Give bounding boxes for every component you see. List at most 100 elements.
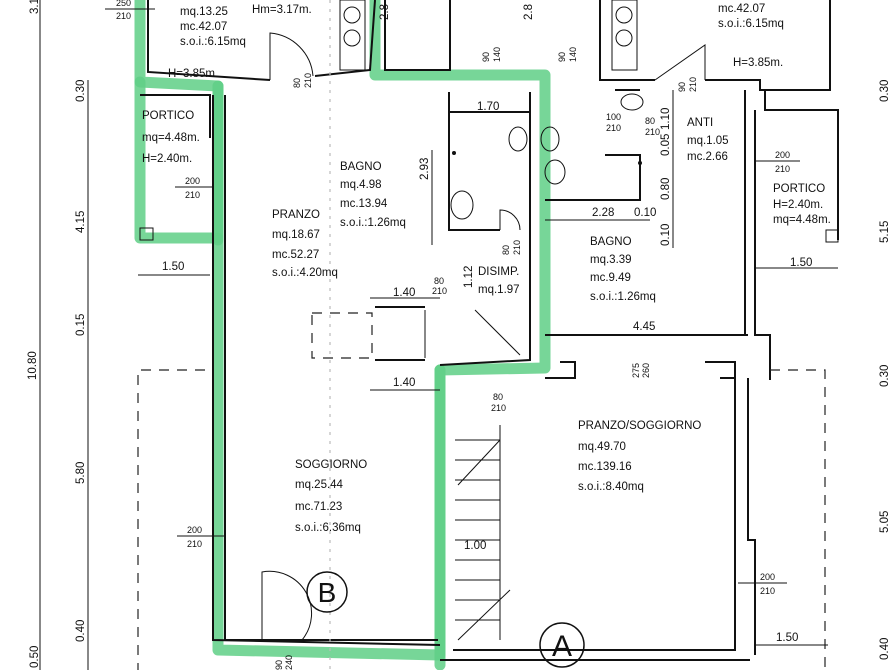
plan-label: 90 — [677, 82, 687, 92]
plan-label: 200 — [760, 572, 775, 582]
plan-label: mq.25.44 — [295, 479, 344, 491]
kitchen-counter-icon — [339, 0, 366, 71]
room-pranzo-soggiorno-a: PRANZO/SOGGIORNO mq.49.70 mc.139.16 s.o.… — [578, 420, 701, 493]
unit-b-highlight — [134, 0, 551, 670]
plan-label: 0.30 — [879, 80, 891, 102]
sink-icon — [450, 190, 474, 220]
plan-label: H=3.85m. — [733, 57, 783, 69]
plan-label: 1.00 — [464, 540, 486, 552]
plan-label: 2.8 — [523, 4, 535, 20]
door-swing-top[interactable] — [269, 32, 314, 80]
plan-label: 1.40 — [393, 287, 415, 299]
plan-label: 5.05 — [879, 511, 891, 533]
toilet-icon — [544, 159, 566, 185]
dimension-lines — [39, 0, 838, 670]
plan-label: 0.10 — [660, 224, 672, 246]
plan-label: 90 — [274, 660, 284, 670]
plan-label: 140 — [568, 47, 578, 62]
plan-label: 210 — [185, 190, 200, 200]
toilet-icon — [508, 126, 528, 152]
plan-label: 210 — [606, 123, 621, 133]
plan-label: SOGGIORNO — [295, 459, 367, 471]
bidet-icon — [540, 126, 560, 152]
plan-label: DISIMP. — [478, 266, 519, 278]
plan-label: PORTICO — [773, 183, 825, 195]
dashed-outlines — [137, 0, 826, 670]
plan-label: 0.30 — [75, 80, 87, 102]
plan-label: 210 — [432, 286, 447, 296]
plan-label: mq.1.05 — [687, 135, 729, 147]
door-swing-anti[interactable] — [654, 44, 706, 81]
room-top-left: mq.13.25 mc.42.07 s.o.i.:6.15mq Hm=3.17m… — [168, 4, 312, 80]
plan-label: 80 — [501, 245, 511, 255]
plan-label: 1.70 — [477, 101, 499, 113]
room-area: mq.13.25 — [180, 6, 228, 18]
room-disimp: DISIMP. mq.1.97 — [478, 266, 520, 296]
plan-label: H=2.40m. — [142, 153, 192, 165]
plan-label: 0.10 — [634, 207, 656, 219]
plan-label: 0.15 — [75, 314, 87, 336]
door-swing-b[interactable] — [261, 570, 313, 641]
plan-label: 90 — [557, 52, 567, 62]
plan-label: 80 — [292, 78, 302, 88]
plan-label: 1.40 — [393, 377, 415, 389]
plan-label: mc.71.23 — [295, 501, 342, 513]
plan-label: mq.18.67 — [272, 229, 320, 241]
plan-label: mq.4.98 — [340, 179, 382, 191]
plan-label: 90 — [481, 52, 491, 62]
plan-label: 1.50 — [790, 257, 812, 269]
plan-label: 0.30 — [879, 365, 891, 387]
plan-label: 80 — [493, 392, 503, 402]
plan-label: 2.93 — [419, 158, 431, 180]
plan-label: A — [552, 630, 572, 663]
plan-label: s.o.i.:6.36mq — [295, 522, 361, 534]
plan-label: 1.50 — [776, 632, 798, 644]
plan-label: mq.49.70 — [578, 441, 626, 453]
plan-label: 210 — [187, 539, 202, 549]
plan-label: PRANZO/SOGGIORNO — [578, 420, 701, 432]
plan-label: s.o.i.:1.26mq — [590, 291, 656, 303]
plan-label: mc.2.66 — [687, 151, 728, 163]
plan-label: BAGNO — [340, 161, 382, 173]
plan-label: 10.80 — [27, 351, 39, 380]
plan-label: 2.28 — [592, 207, 614, 219]
room-bagno-a: BAGNO mq.3.39 mc.9.49 s.o.i.:1.26mq — [590, 236, 656, 303]
plan-label: s.o.i.:4.20mq — [272, 267, 338, 279]
plan-label: 0.80 — [660, 178, 672, 200]
sink-icon — [620, 93, 644, 111]
plan-label: 210 — [645, 127, 660, 137]
plan-label: 0.50 — [29, 646, 41, 668]
room-volume: mc.42.07 — [180, 21, 227, 33]
plan-label: ANTI — [687, 117, 713, 129]
plan-label: 80 — [645, 116, 655, 126]
plan-label: B — [318, 577, 337, 608]
plan-label: 5.15 — [879, 221, 891, 243]
plan-label: 250 — [116, 0, 131, 8]
plan-label: 210 — [303, 73, 313, 88]
plan-label: mc.139.16 — [578, 461, 632, 473]
shower-icon — [638, 161, 642, 165]
plan-label: mq=4.48m. — [773, 214, 831, 226]
plan-label: 100 — [606, 112, 621, 122]
plan-label: PORTICO — [142, 110, 194, 122]
room-height-mean: Hm=3.17m. — [252, 4, 312, 16]
plan-label: H=2.40m. — [773, 199, 823, 211]
plan-label: 1.10 — [660, 108, 672, 130]
door-swing-disimp[interactable] — [499, 209, 521, 231]
plan-label: 1.50 — [162, 261, 184, 273]
plan-label: 210 — [760, 586, 775, 596]
walls — [139, 0, 839, 661]
doors — [261, 32, 706, 641]
plan-label: mc.52.27 — [272, 249, 319, 261]
plan-label: PRANZO — [272, 209, 320, 221]
plan-label: s.o.i.:6.15mq — [718, 18, 784, 30]
plan-label: mc.42.07 — [718, 3, 765, 15]
stairs — [424, 309, 521, 641]
plan-label: mc.9.49 — [590, 272, 631, 284]
plan-label: 140 — [492, 47, 502, 62]
plan-label: 210 — [688, 77, 698, 92]
plan-label: mq.1.97 — [478, 284, 520, 296]
room-portico-right: PORTICO H=2.40m. mq=4.48m. — [773, 183, 831, 226]
